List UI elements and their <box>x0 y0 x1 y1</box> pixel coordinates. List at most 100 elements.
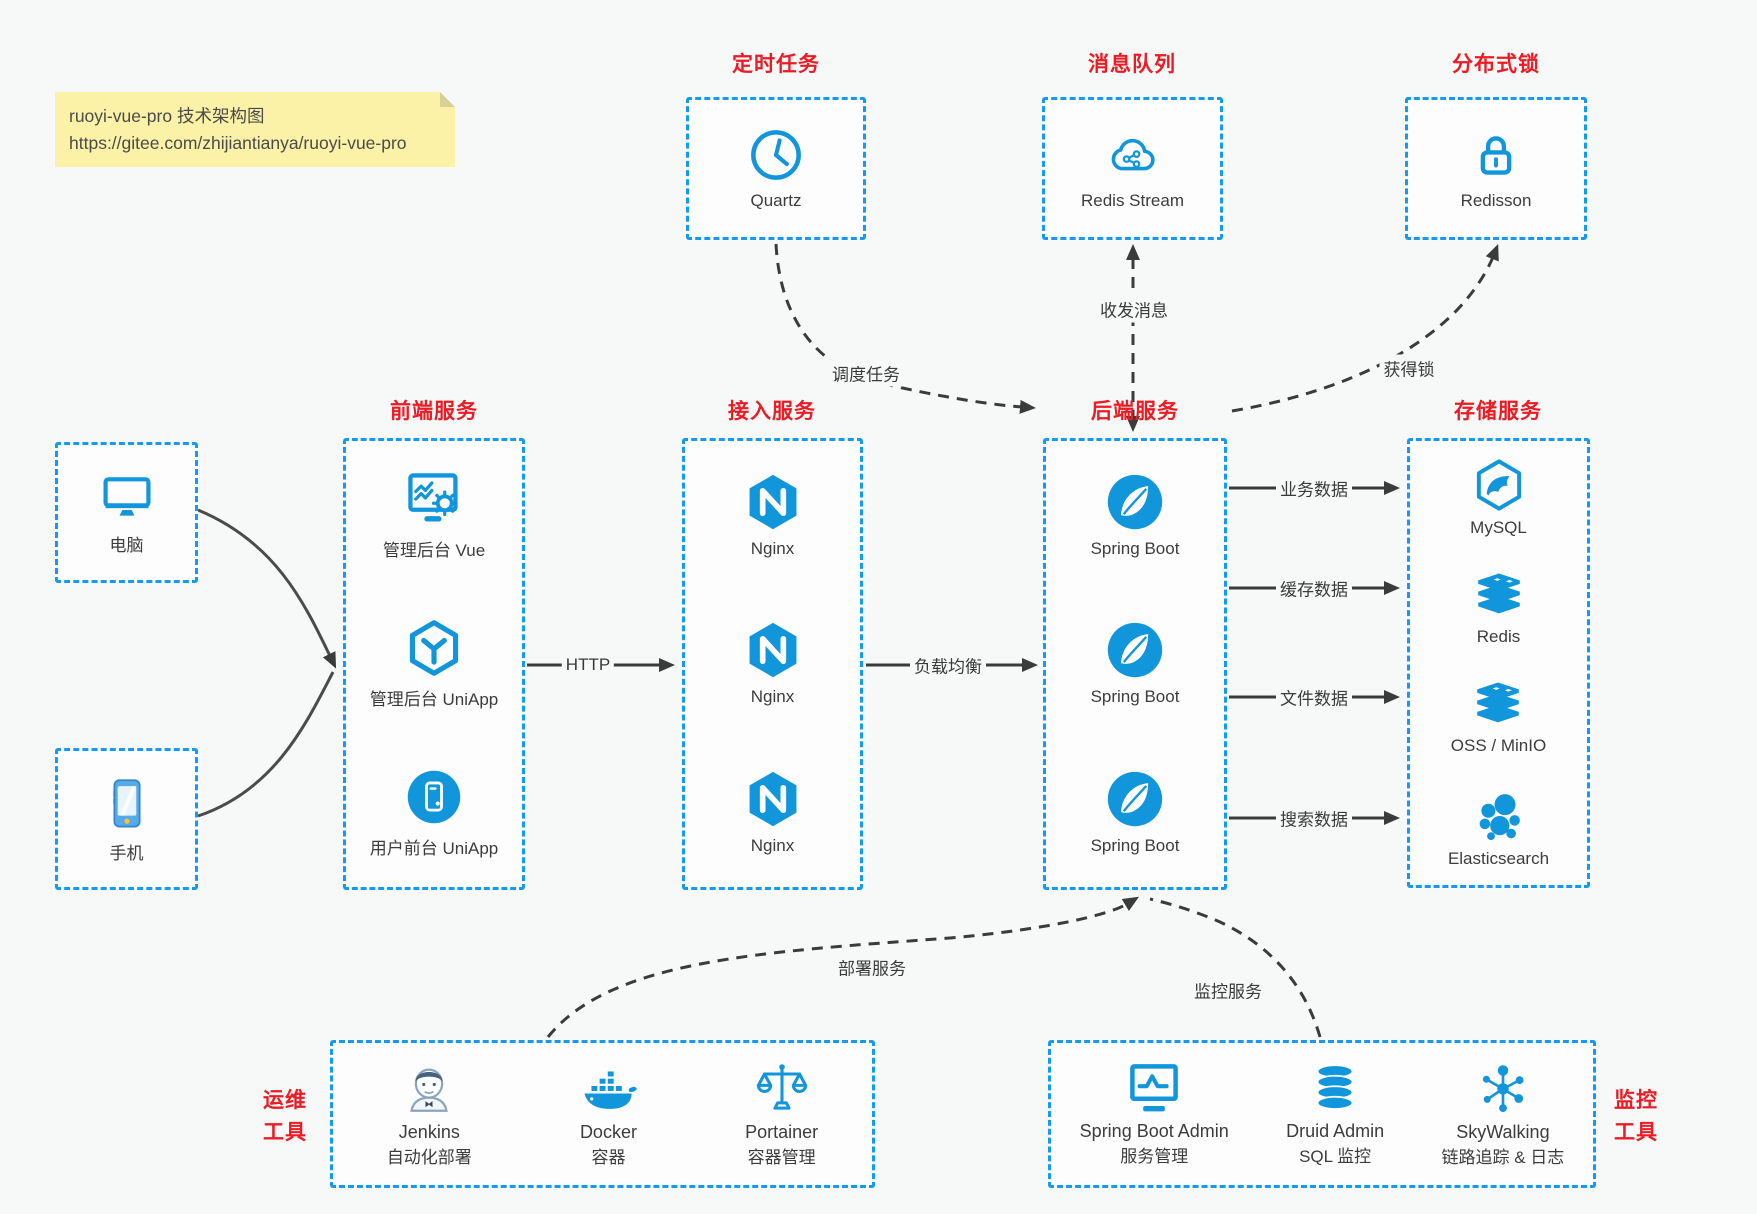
node-springboot-2: Spring Boot <box>1091 620 1179 707</box>
elasticsearch-icon <box>1470 788 1526 844</box>
spring-boot-icon <box>1105 620 1165 680</box>
node-label: Spring Boot <box>1090 538 1180 558</box>
group-box-storage: MySQL Redis OSS / MinIO Elasticsearch <box>1407 438 1590 888</box>
edge-label-acquire-lock: 获得锁 <box>1379 354 1439 382</box>
jenkins-icon <box>401 1060 457 1116</box>
group-box-backend: Spring Boot Spring Boot Spring Boot <box>1043 438 1227 890</box>
monitoring-title-line1: 监控 <box>1614 1089 1658 1112</box>
group-box-scheduled: Quartz <box>686 97 866 240</box>
node-label: Nginx <box>750 538 795 558</box>
node-label: 用户前台 UniApp <box>369 838 499 858</box>
node-label: 电脑 <box>109 535 144 555</box>
lock-icon <box>1468 126 1524 184</box>
nginx-icon <box>743 472 803 532</box>
database-icon <box>1307 1061 1363 1115</box>
group-box-phone: 手机 <box>55 748 198 890</box>
node-redisson: Redisson <box>1460 126 1532 211</box>
edge-label-deploy-service: 部署服务 <box>834 953 910 981</box>
group-title-lock: 分布式锁 <box>1452 53 1540 76</box>
node-name: Spring Boot Admin <box>1079 1120 1229 1141</box>
node-nginx-1: Nginx <box>743 472 803 559</box>
node-springboot-3: Spring Boot <box>1090 769 1180 856</box>
node-desc: 服务管理 <box>1120 1146 1189 1166</box>
edge-label-monitor-service: 监控服务 <box>1190 976 1266 1004</box>
edge-label-http: HTTP <box>561 654 615 676</box>
edge-monitor-service <box>1149 897 1322 1038</box>
edge-label-send-receive: 收发消息 <box>1096 295 1172 323</box>
node-quartz: Quartz <box>747 126 805 211</box>
edge-phone-to-frontend <box>197 671 335 818</box>
spring-boot-icon <box>1105 472 1165 532</box>
smartphone-icon <box>100 774 154 832</box>
node-admin-vue: 管理后台 Vue <box>383 469 485 561</box>
node-label: Nginx <box>750 836 795 856</box>
node-nginx-3: Nginx <box>743 769 803 856</box>
node-desc: SQL 监控 <box>1299 1146 1372 1166</box>
admin-monitor-icon <box>1125 1061 1183 1115</box>
group-box-gateway: Nginx Nginx Nginx <box>682 438 863 890</box>
node-jenkins: Jenkins 自动化部署 <box>387 1060 472 1169</box>
node-name: Druid Admin <box>1286 1120 1385 1141</box>
node-name: Portainer <box>745 1121 819 1142</box>
node-mysql: MySQL <box>1470 457 1527 538</box>
group-title-mq: 消息队列 <box>1088 53 1176 76</box>
devops-title-line1: 运维 <box>263 1089 307 1112</box>
node-desc: 容器 <box>591 1147 626 1167</box>
desktop-icon <box>97 470 157 524</box>
group-title-devops: 运维 工具 <box>255 1085 315 1148</box>
node-desc: 链路追踪 & 日志 <box>1441 1147 1565 1167</box>
node-label: Quartz <box>750 191 802 210</box>
nginx-icon <box>743 769 803 829</box>
node-name: Jenkins <box>398 1121 460 1142</box>
clock-icon <box>747 126 805 184</box>
group-box-frontend: 管理后台 Vue 管理后台 UniApp 用户前台 UniApp <box>343 438 525 890</box>
group-title-scheduled: 定时任务 <box>732 53 820 76</box>
node-label: Spring Boot <box>1090 836 1180 856</box>
edge-label-schedule-task: 调度任务 <box>828 359 904 387</box>
edge-label-load-balance: 负载均衡 <box>910 651 986 679</box>
node-admin-uniapp: 管理后台 UniApp <box>370 618 498 710</box>
group-box-mq: Redis Stream <box>1042 97 1223 240</box>
mysql-icon <box>1471 457 1527 513</box>
portainer-icon <box>754 1060 810 1116</box>
node-label: MySQL <box>1470 518 1527 537</box>
node-label: OSS / MinIO <box>1450 736 1547 755</box>
edge-pc-to-frontend <box>197 508 337 669</box>
note-title: ruoyi-vue-pro 技术架构图 <box>69 106 265 126</box>
node-oss-minio: OSS / MinIO <box>1451 679 1546 756</box>
sticky-note: ruoyi-vue-pro 技术架构图 https://gitee.com/zh… <box>55 92 455 168</box>
note-url: https://gitee.com/zhijiantianya/ruoyi-vu… <box>69 133 407 154</box>
node-label: 手机 <box>109 844 144 863</box>
node-label: Redisson <box>1460 191 1532 210</box>
node-redis-stream: Redis Stream <box>1081 126 1184 211</box>
edge-label-business-data: 业务数据 <box>1276 474 1352 502</box>
node-nginx-2: Nginx <box>743 620 803 707</box>
node-druid-admin: Druid Admin SQL 监控 <box>1286 1061 1384 1168</box>
uniapp-user-icon <box>404 767 464 827</box>
node-label: Elasticsearch <box>1447 849 1550 868</box>
nginx-icon <box>743 620 803 680</box>
edge-acquire-lock <box>1231 244 1499 413</box>
node-desc: 自动化部署 <box>386 1147 472 1167</box>
node-elasticsearch: Elasticsearch <box>1448 788 1549 869</box>
redis-icon <box>1471 570 1527 622</box>
devops-title-line2: 工具 <box>263 1120 307 1144</box>
edge-label-cache-data: 缓存数据 <box>1276 574 1352 602</box>
group-box-devops: Jenkins 自动化部署 Docker 容器 Portainer 容器管理 <box>330 1040 875 1188</box>
group-title-monitoring: 监控 工具 <box>1606 1085 1666 1148</box>
group-box-lock: Redisson <box>1405 97 1587 240</box>
node-label: 管理后台 UniApp <box>369 689 499 709</box>
node-spring-boot-admin: Spring Boot Admin 服务管理 <box>1080 1061 1229 1168</box>
uniapp-hexagon-icon <box>404 618 464 678</box>
group-title-storage: 存储服务 <box>1454 400 1542 423</box>
node-label: Redis <box>1476 627 1521 646</box>
node-desc: 容器管理 <box>747 1147 816 1167</box>
edge-label-file-data: 文件数据 <box>1276 683 1352 711</box>
monitoring-title-line2: 工具 <box>1614 1120 1658 1144</box>
group-title-gateway: 接入服务 <box>728 400 816 423</box>
edge-label-search-data: 搜索数据 <box>1276 804 1352 832</box>
node-label: Redis Stream <box>1081 191 1184 210</box>
group-box-pc: 电脑 <box>55 442 198 583</box>
node-springboot-1: Spring Boot <box>1090 472 1180 559</box>
